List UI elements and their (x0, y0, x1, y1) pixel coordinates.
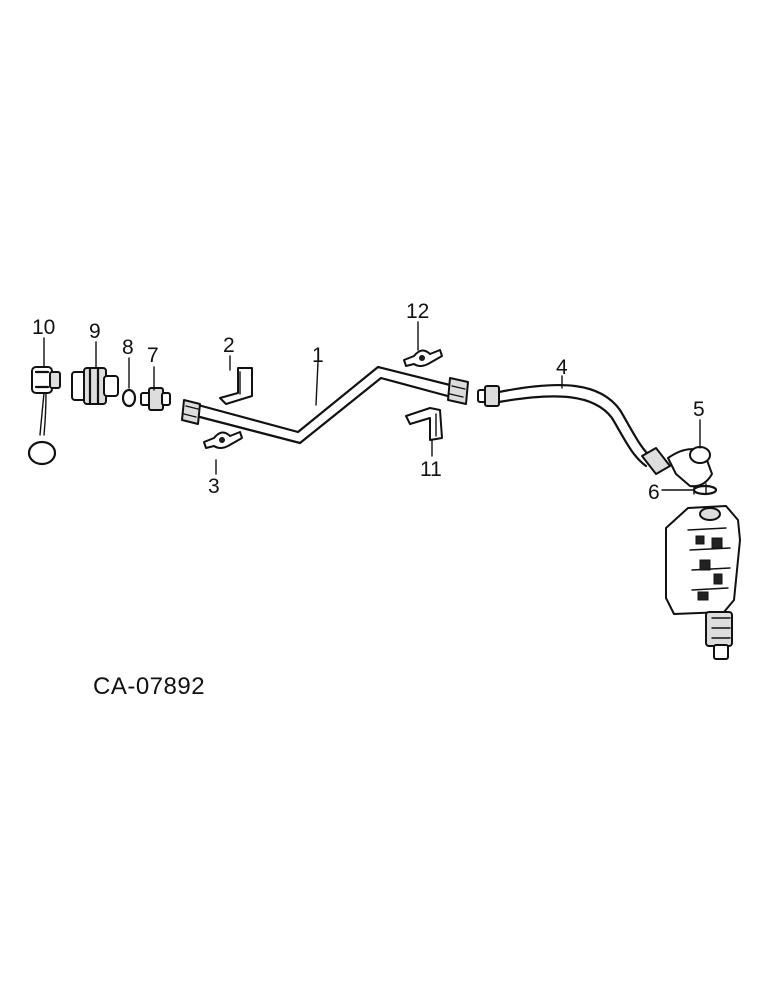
callout-6: 6 (648, 481, 660, 504)
dust-cap-with-chain (27, 366, 61, 466)
o-ring-lower (692, 484, 718, 496)
o-ring (121, 388, 137, 408)
adapter-fitting (140, 387, 171, 411)
callout-1: 1 (312, 344, 324, 367)
callout-2: 2 (223, 334, 235, 357)
tube-clip-right (403, 349, 443, 367)
control-valve-body (665, 505, 741, 660)
clamp-bracket-left (219, 367, 253, 405)
hydraulic-hose (477, 384, 671, 475)
callout-4: 4 (556, 356, 568, 379)
callout-8: 8 (122, 336, 134, 359)
callout-3: 3 (208, 475, 220, 498)
tube-clip-left (203, 431, 243, 449)
steel-tube-assembly (181, 365, 469, 445)
callout-9: 9 (89, 320, 101, 343)
clamp-bracket-right (405, 407, 443, 441)
drawing-code: CA-07892 (93, 673, 205, 700)
callout-10: 10 (32, 316, 55, 339)
coupler-body (71, 366, 119, 406)
leader-lines (43, 321, 701, 491)
callout-7: 7 (147, 344, 159, 367)
elbow-fitting (667, 446, 713, 495)
callout-5: 5 (693, 398, 705, 421)
callout-12: 12 (406, 300, 429, 323)
callout-11: 11 (420, 458, 442, 481)
